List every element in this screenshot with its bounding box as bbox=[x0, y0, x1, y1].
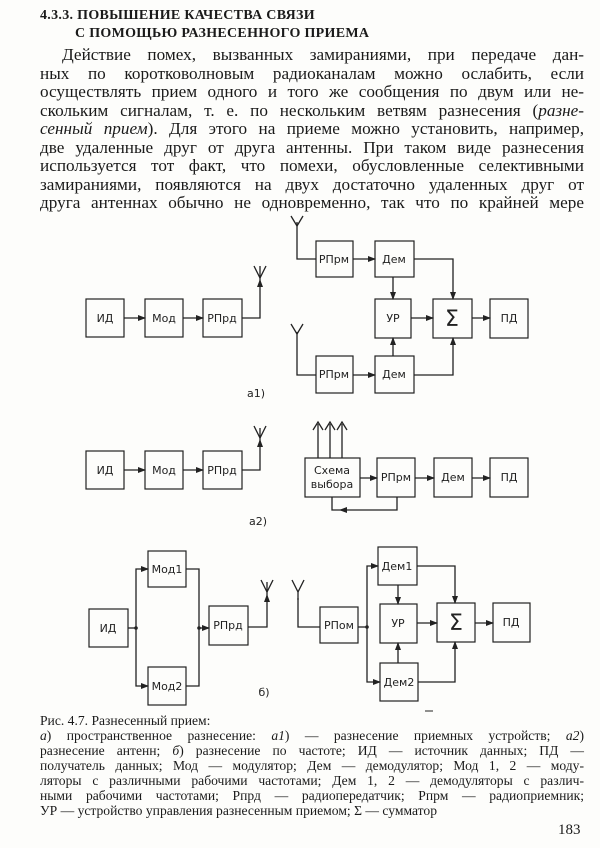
caption-a1: а1) bbox=[247, 387, 265, 400]
antenna-icon bbox=[260, 579, 274, 595]
label: Дем2 bbox=[384, 676, 415, 689]
section-title-line2: С ПОМОЩЬЮ РАЗНЕСЕННОГО ПРИЕМА bbox=[75, 26, 370, 41]
text: ) — разнесение приемных устройств; bbox=[284, 728, 566, 743]
body-line: Действие помех, вызванных замираниями, п… bbox=[62, 45, 584, 64]
label: Мод2 bbox=[152, 680, 183, 693]
section-title-line1: ПОВЫШЕНИЕ КАЧЕСТВА СВЯЗИ bbox=[77, 8, 315, 23]
caption-b: б) bbox=[258, 686, 269, 699]
label: ПД bbox=[501, 312, 518, 325]
sigma-icon: Σ bbox=[445, 307, 459, 332]
label: ИД bbox=[100, 622, 117, 635]
text: ) разнесение по частоте; ИД — источник д… bbox=[179, 743, 584, 758]
antenna-array-icon bbox=[312, 420, 348, 458]
caption-line: ляторы с различными рабочими частотами; … bbox=[40, 773, 584, 788]
block-rpom bbox=[319, 606, 359, 644]
label: ПД bbox=[501, 471, 518, 484]
label: РПрм bbox=[319, 253, 349, 266]
figure-caption-title: Рис. 4.7. Разнесенный прием: bbox=[40, 713, 211, 728]
diagram-a1: ИД Мод РПрд РПрм Дем УР Σ ПД РПрм Дем bbox=[85, 215, 529, 400]
label: РПом bbox=[324, 619, 354, 632]
label: РПрд bbox=[213, 619, 243, 632]
caption-line: а) пространственное разнесение: а1) — ра… bbox=[40, 729, 584, 743]
caption-a2: а2) bbox=[249, 515, 267, 528]
caption-line: разнесение антенн; б) разнесение по част… bbox=[40, 744, 584, 758]
label: Дем bbox=[382, 253, 406, 266]
text: ) пространственное разнесение: bbox=[46, 728, 272, 743]
label: ИД bbox=[97, 312, 114, 325]
label: ПД bbox=[503, 616, 520, 629]
antenna-icon bbox=[291, 579, 305, 600]
caption-line: ными рабочими частотами; Рпрд — радиопер… bbox=[40, 788, 584, 803]
body-line: две удаленные друг от друга антенны. При… bbox=[40, 137, 584, 157]
text: ). Для этого на приеме можно установить,… bbox=[147, 119, 584, 138]
antenna-icon bbox=[290, 215, 304, 236]
text: ) bbox=[579, 728, 584, 743]
diagram-b: ИД Мод1 Мод2 РПрд РПом Дем1 УР Дем2 Σ ПД bbox=[88, 546, 531, 712]
italic-ref: а2 bbox=[565, 728, 580, 743]
section-heading: 4.3.3. ПОВЫШЕНИЕ КАЧЕСТВА СВЯЗИ bbox=[40, 8, 315, 24]
body-line: друга антеннах обычно не одновременно, т… bbox=[40, 193, 584, 212]
label: Дем bbox=[382, 368, 406, 381]
label: Мод bbox=[152, 312, 176, 325]
section-number: 4.3.3. bbox=[40, 8, 74, 23]
label: РПрм bbox=[319, 368, 349, 381]
italic-ref: а bbox=[40, 728, 47, 743]
page-number: 183 bbox=[558, 822, 581, 838]
label: УР bbox=[386, 312, 400, 325]
diagram-a2: ИД Мод РПрд Схема выбора РПрм Дем ПД а2) bbox=[85, 420, 529, 528]
text: скольким сигналам, т. е. по нескольким в… bbox=[40, 100, 539, 120]
label: Схема bbox=[314, 464, 350, 477]
label: ИД bbox=[97, 464, 114, 477]
body-line: осуществлять прием одного и того же сооб… bbox=[40, 82, 584, 101]
label: Дем1 bbox=[382, 560, 413, 573]
label: РПрд bbox=[207, 312, 237, 325]
antenna-icon bbox=[290, 323, 304, 342]
italic-ref: б bbox=[172, 743, 180, 758]
body-line: замираниями, появляются на двух достаточ… bbox=[40, 174, 584, 194]
label: выбора bbox=[311, 478, 353, 491]
body-line: ных по коротковолновым радиоканалам можн… bbox=[40, 63, 584, 83]
label: Мод bbox=[152, 464, 176, 477]
label: РПрд bbox=[207, 464, 237, 477]
label: Дем bbox=[441, 471, 465, 484]
label: УР bbox=[391, 617, 405, 630]
caption-line: получатель данных; Мод — модулятор; Дем … bbox=[40, 758, 584, 773]
italic-term: сенный прием bbox=[40, 119, 148, 138]
body-line: используется тот факт, что помехи, обусл… bbox=[40, 156, 584, 175]
label: Мод1 bbox=[152, 563, 183, 576]
body-line: скольким сигналам, т. е. по нескольким в… bbox=[40, 100, 584, 120]
italic-term: разне- bbox=[538, 100, 584, 120]
label: РПрм bbox=[381, 471, 411, 484]
antenna-icon bbox=[253, 265, 267, 280]
text: разнесение антенн; bbox=[40, 743, 173, 758]
antenna-icon bbox=[253, 425, 267, 440]
body-line: сенный прием). Для этого на приеме можно… bbox=[40, 120, 584, 138]
italic-ref: а1 bbox=[271, 728, 285, 743]
caption-line: УР — устройство управления разнесенным п… bbox=[40, 803, 438, 818]
sigma-icon: Σ bbox=[449, 611, 463, 636]
